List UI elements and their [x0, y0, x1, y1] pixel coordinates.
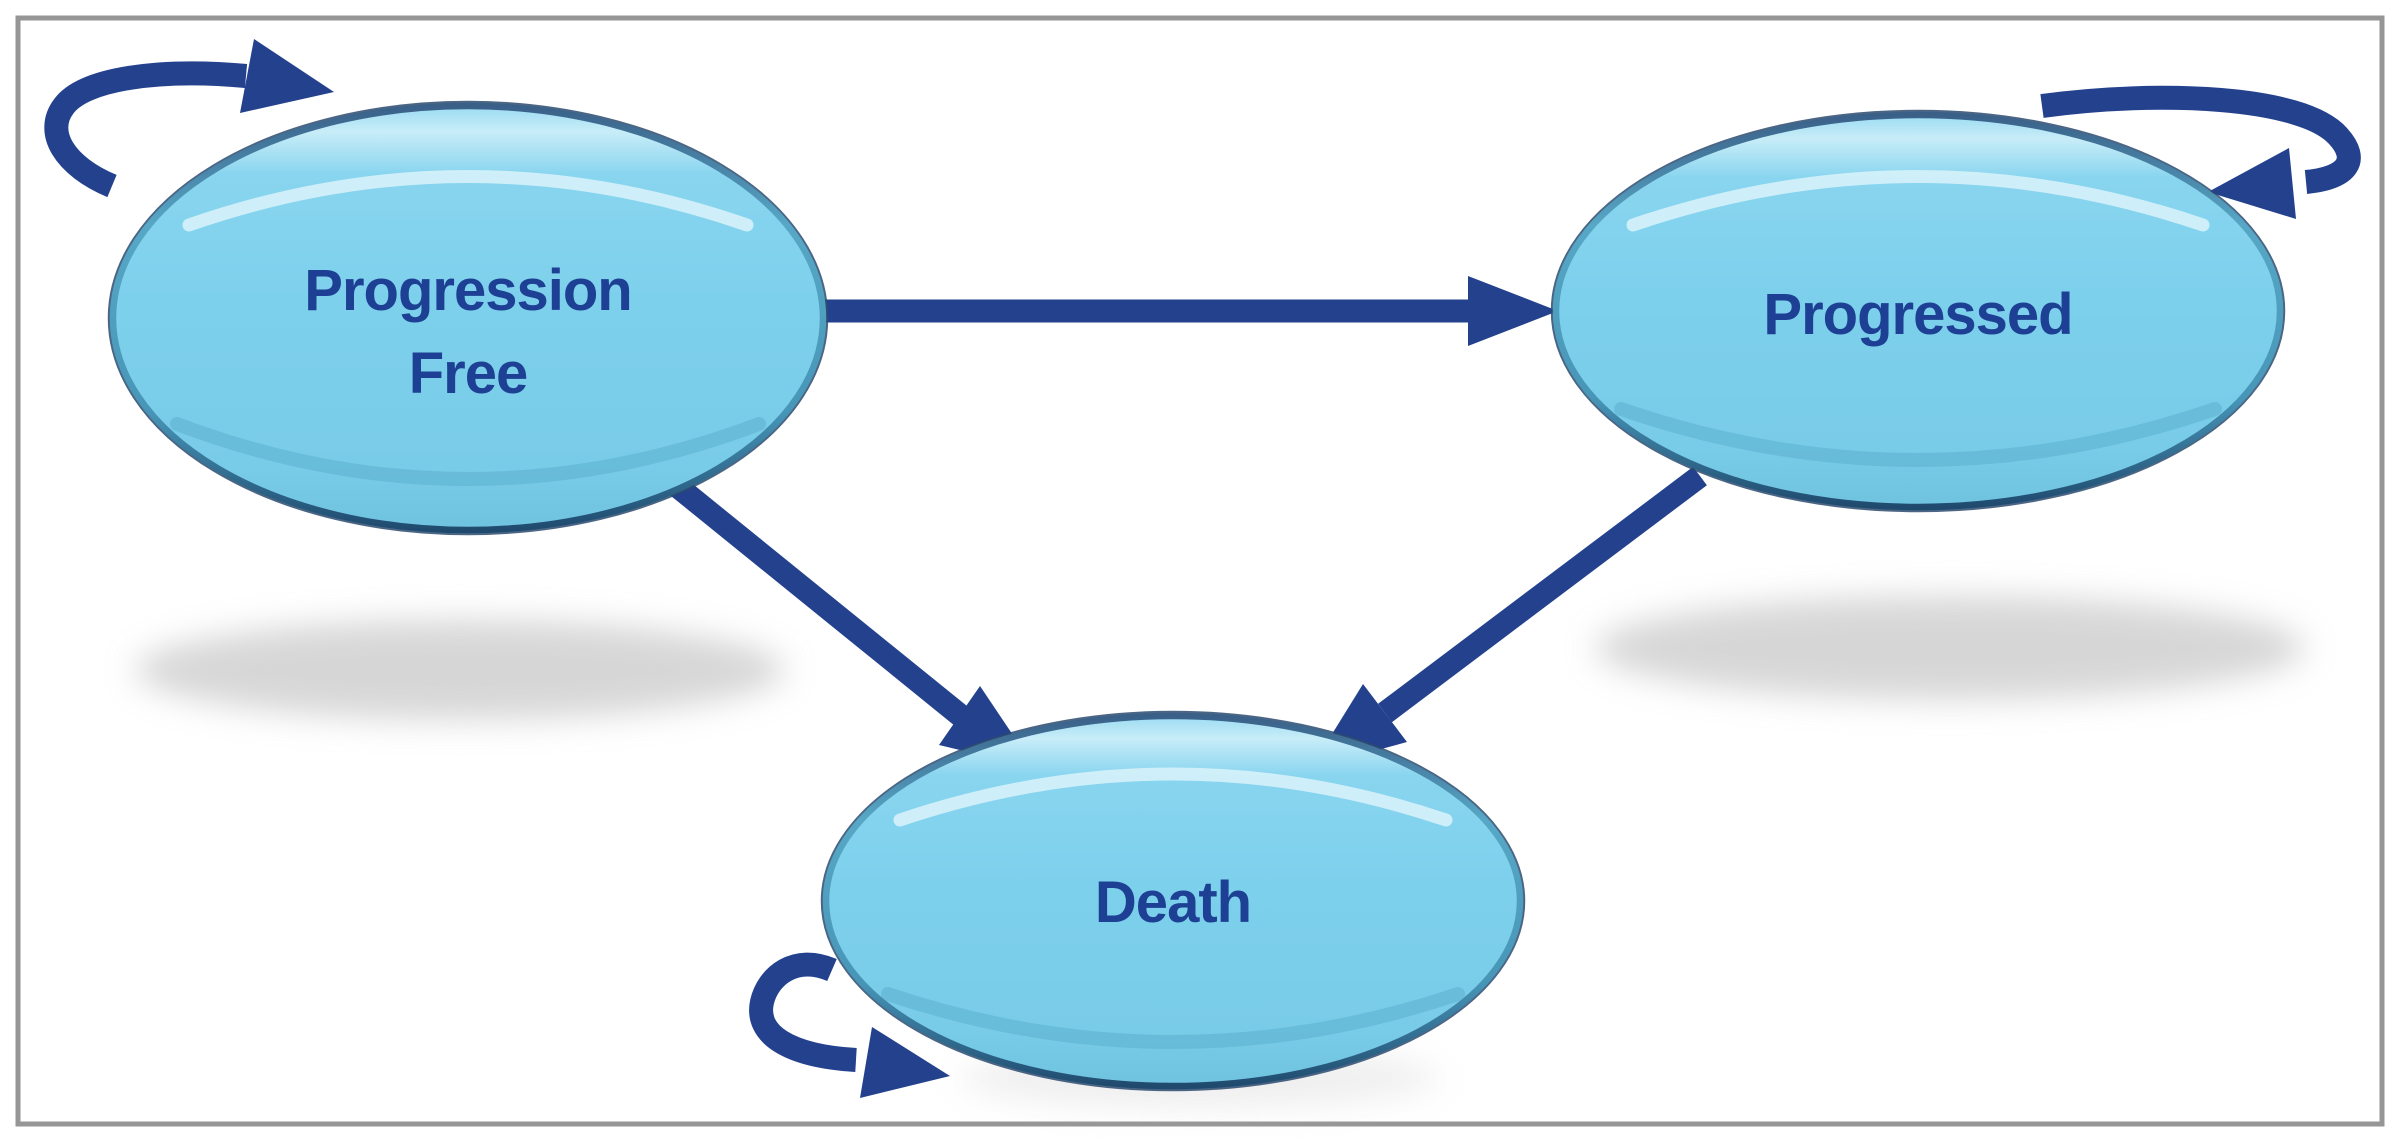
node-gloss-highlight: [182, 170, 754, 232]
node-outline-ring: [820, 710, 1526, 1092]
self-loop-arrow-progression-free: [44, 39, 334, 198]
state-label-death: Death: [1095, 870, 1251, 935]
node-ellipse: [109, 102, 827, 534]
node-ellipse: [822, 712, 1524, 1090]
node-ellipse: [1552, 111, 2284, 511]
node-bottom-shade: [1614, 402, 2222, 467]
state-node-death: Death: [820, 710, 1526, 1092]
state-label-progression-free-line2: Free: [409, 341, 528, 406]
state-label-progressed: Progressed: [1763, 282, 2072, 347]
node-outline-ring: [1550, 109, 2286, 513]
node-bottom-shade: [170, 417, 766, 486]
arrow-pf-to-progressed: [822, 276, 1558, 346]
shadow-progressed: [1595, 596, 2305, 700]
transition-arrows: [44, 39, 2361, 1098]
state-node-progressed: Progressed: [1550, 109, 2286, 513]
node-gloss-highlight: [893, 767, 1453, 827]
state-label-progression-free-line1: Progression: [304, 258, 631, 323]
state-node-progression-free: Progression Free: [107, 100, 829, 536]
node-gloss-highlight: [1626, 170, 2210, 232]
shadow-progression-free: [135, 620, 785, 720]
node-bottom-shade: [881, 987, 1465, 1049]
self-loop-arrow-death: [749, 952, 950, 1098]
self-loop-arrow-progressed: [2040, 85, 2361, 219]
node-outline-ring: [107, 100, 829, 536]
